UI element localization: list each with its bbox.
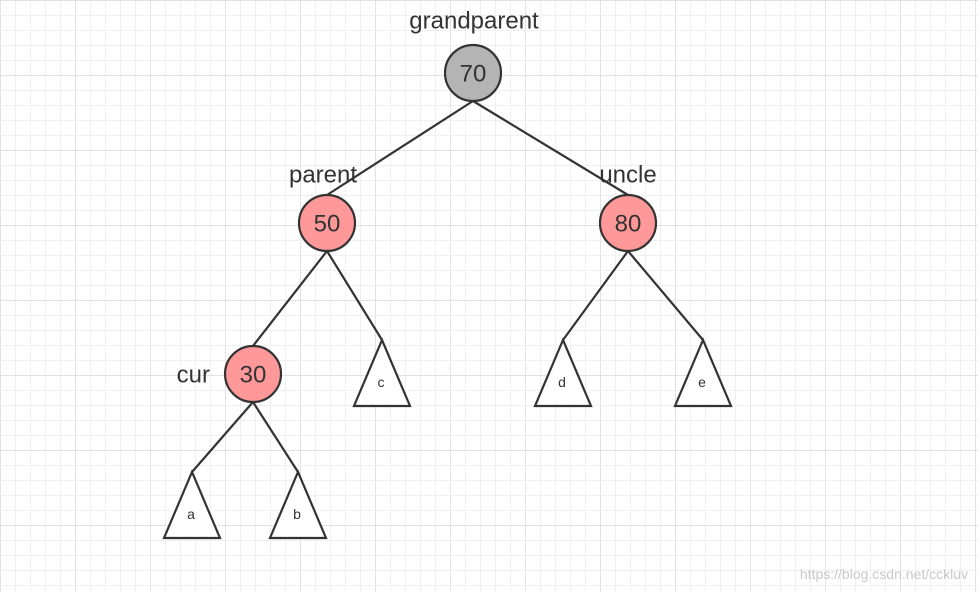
edge-cur-b [251, 400, 300, 474]
subtree-triangle [268, 469, 328, 540]
subtree-label: a [187, 506, 195, 522]
subtree-label: c [378, 374, 385, 390]
edge-cur-a [190, 400, 255, 474]
node-tag-cur: cur [177, 362, 210, 389]
edge-grandparent-uncle [471, 99, 630, 197]
node-value: 50 [314, 211, 341, 238]
edge-parent-cur [251, 249, 329, 348]
subtree-label: e [698, 374, 706, 390]
node-tag-grandparent: grandparent [409, 8, 539, 35]
subtree-triangle [352, 337, 412, 408]
subtree-e: e [673, 337, 733, 408]
node-value: 80 [615, 211, 642, 238]
node-circle [443, 43, 503, 103]
edge-parent-c [325, 249, 384, 342]
node-grandparent: 70 grandparent [409, 8, 539, 103]
subtree-d: d [533, 337, 593, 408]
subtree-triangle [533, 337, 593, 408]
node-parent: 50 parent [289, 162, 357, 253]
node-circle [598, 193, 658, 253]
node-circle [297, 193, 357, 253]
node-tag-uncle: uncle [599, 162, 656, 189]
edge-uncle-d [561, 249, 630, 342]
node-circle [223, 344, 283, 404]
subtree-label: b [293, 506, 301, 522]
tree-nodes: 70 grandparent 50 parent 80 uncle 30 cur [177, 8, 658, 404]
subtree-label: d [558, 374, 566, 390]
tree-edges [190, 99, 705, 474]
subtree-triangle [162, 469, 222, 540]
subtree-c: c [352, 337, 412, 408]
node-tag-parent: parent [289, 162, 357, 189]
node-cur: 30 cur [177, 344, 283, 404]
subtree-a: a [162, 469, 222, 540]
node-value: 70 [460, 61, 487, 88]
subtree-b: b [268, 469, 328, 540]
subtree-triangle [673, 337, 733, 408]
watermark-text: https://blog.csdn.net/cckluv [800, 566, 968, 582]
node-value: 30 [240, 362, 267, 389]
subtree-triangles: a b c d e [162, 337, 733, 540]
edge-uncle-e [626, 249, 705, 342]
edge-grandparent-parent [325, 99, 475, 197]
node-uncle: 80 uncle [598, 162, 658, 253]
